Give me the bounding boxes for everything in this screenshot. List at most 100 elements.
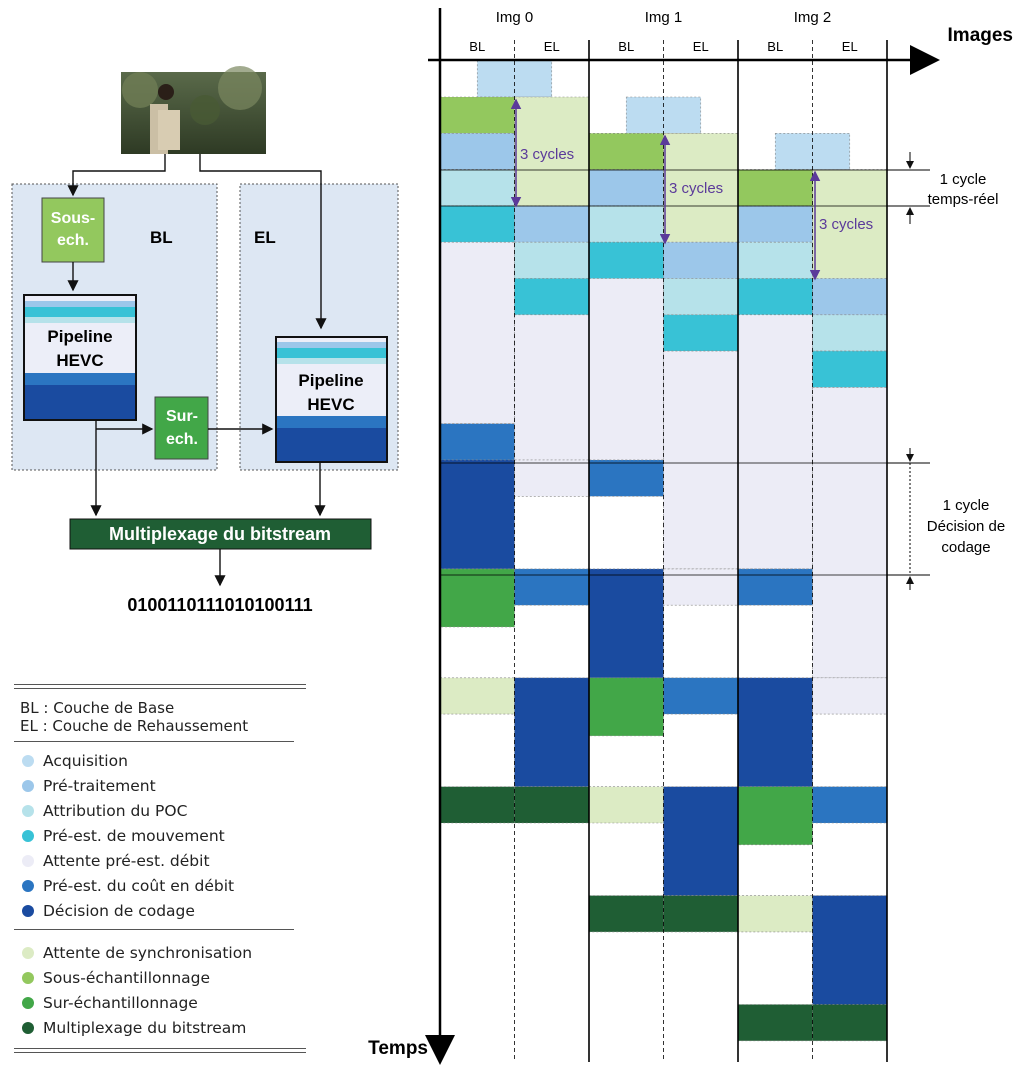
stage-block-me	[737, 278, 813, 316]
layer-header: BL	[469, 39, 485, 54]
stage-block-pre	[663, 241, 739, 279]
stage-block-poc	[439, 169, 515, 207]
pipeline-bl-label-2: HEVC	[56, 351, 103, 370]
stage-block-poc	[812, 314, 888, 352]
stage-block-mux	[737, 1004, 813, 1042]
legend-swatch	[22, 854, 34, 867]
stage-block-dec	[439, 459, 515, 570]
legend-item: Multiplexage du bitstream	[14, 1015, 306, 1040]
pipeline-bl-label-1: Pipeline	[47, 327, 112, 346]
cycle-decision-label-3: codage	[941, 539, 990, 556]
stage-block-pre	[588, 169, 664, 207]
layer-header: BL	[618, 39, 634, 54]
layer-header: BL	[767, 39, 783, 54]
stage-block-me	[514, 278, 590, 316]
three-cycles-img1: 3 cycles	[669, 180, 723, 197]
cycle-markers: 1 cycle temps-réel 1 cycle Décision de c…	[887, 152, 1005, 590]
stage-block-poc	[588, 205, 664, 243]
legend-separator	[14, 929, 294, 930]
legend-label: Attente de synchronisation	[43, 943, 253, 962]
legend-item: Décision de codage	[14, 898, 306, 923]
cycle-decision-label-2: Décision de	[927, 518, 1005, 535]
legend-swatch	[22, 804, 34, 817]
architecture-diagram: BL EL Sous- ech. Pipeline HEVC Sur- ech.	[11, 66, 399, 615]
multiplex-label: Multiplexage du bitstream	[109, 524, 331, 544]
stage-block-pre	[439, 133, 515, 170]
legend-label: Sous-échantillonnage	[43, 968, 211, 987]
legend-top-rule	[14, 684, 306, 689]
stage-block-sync	[439, 677, 515, 715]
stage-block-wait	[588, 278, 664, 461]
stage-block-sync	[514, 96, 590, 207]
legend-swatch	[22, 754, 34, 767]
cycle-rt-label-2: temps-réel	[928, 191, 999, 208]
legend-bottom-rule	[14, 1048, 306, 1053]
legend-separator	[14, 741, 294, 742]
sur-ech-box	[154, 396, 209, 460]
stage-block-dec	[737, 677, 813, 787]
images-axis-label: Images	[948, 25, 1013, 46]
stage-block-mux	[439, 786, 515, 824]
stage-block-sync	[812, 169, 888, 279]
legend-label: Décision de codage	[43, 901, 195, 920]
legend-swatch	[22, 879, 34, 892]
bl-region-label: BL	[150, 228, 173, 247]
sous-ech-label-2: ech.	[57, 232, 89, 249]
legend-label: Pré-traitement	[43, 776, 156, 795]
legend-item: Acquisition	[14, 748, 306, 773]
stage-block-mux	[663, 895, 739, 933]
stage-block-wait	[812, 677, 888, 715]
legend-swatch	[22, 971, 34, 984]
stage-block-cost	[812, 786, 888, 824]
abbr-bl: BL : Couche de Base	[20, 699, 175, 717]
stage-block-wait	[514, 314, 590, 461]
stage-block-wait	[663, 568, 739, 606]
three-cycles-annotations: 3 cycles 3 cycles 3 cycles	[510, 98, 873, 281]
stage-block-mux	[588, 895, 664, 933]
stage-block-mux	[812, 1004, 888, 1042]
stage-block-sous	[439, 96, 515, 134]
legend-item: Sur-échantillonnage	[14, 990, 306, 1015]
legend-label: Multiplexage du bitstream	[43, 1018, 247, 1037]
legend-item: Pré-est. du coût en débit	[14, 873, 306, 898]
stage-block-me	[588, 241, 664, 279]
pipeline-el: Pipeline HEVC	[275, 336, 388, 463]
stage-block-sur	[588, 677, 664, 737]
pipeline-bl: Pipeline HEVC	[23, 294, 137, 421]
stage-block-pre	[514, 205, 590, 243]
pipeline-el-label-2: HEVC	[307, 395, 354, 414]
legend-swatch	[22, 829, 34, 842]
stage-block-sur	[439, 568, 515, 628]
stage-block-sync	[663, 133, 739, 243]
stage-block-sous	[737, 169, 813, 207]
legend-abbreviations: BL : Couche de Base EL : Couche de Rehau…	[14, 689, 306, 735]
layer-header: EL	[842, 39, 858, 54]
legend-label: Pré-est. du coût en débit	[43, 876, 235, 895]
stage-block-me	[812, 350, 888, 388]
stage-block-dec	[514, 677, 590, 787]
stage-block-sync	[737, 895, 813, 933]
bitstream-output: 0100110111010100111	[127, 595, 312, 615]
legend-label: Attribution du POC	[43, 801, 188, 820]
stage-block-me	[663, 314, 739, 352]
stage-block-wait	[737, 314, 813, 570]
layer-header: EL	[544, 39, 560, 54]
stage-block-poc	[663, 278, 739, 316]
abbr-el: EL : Couche de Rehaussement	[20, 717, 249, 735]
stage-block-dec	[812, 895, 888, 1005]
legend-swatch	[22, 946, 34, 959]
time-axis-label: Temps	[368, 1038, 428, 1059]
stage-block-sous	[588, 133, 664, 170]
legend-item: Pré-traitement	[14, 773, 306, 798]
stage-block-pre	[737, 205, 813, 243]
three-cycles-img2: 3 cycles	[819, 216, 873, 233]
image-header: Img 0	[496, 9, 534, 26]
stage-block-me	[439, 205, 515, 243]
three-cycles-img0: 3 cycles	[520, 146, 574, 163]
legend-swatch	[22, 1021, 34, 1034]
